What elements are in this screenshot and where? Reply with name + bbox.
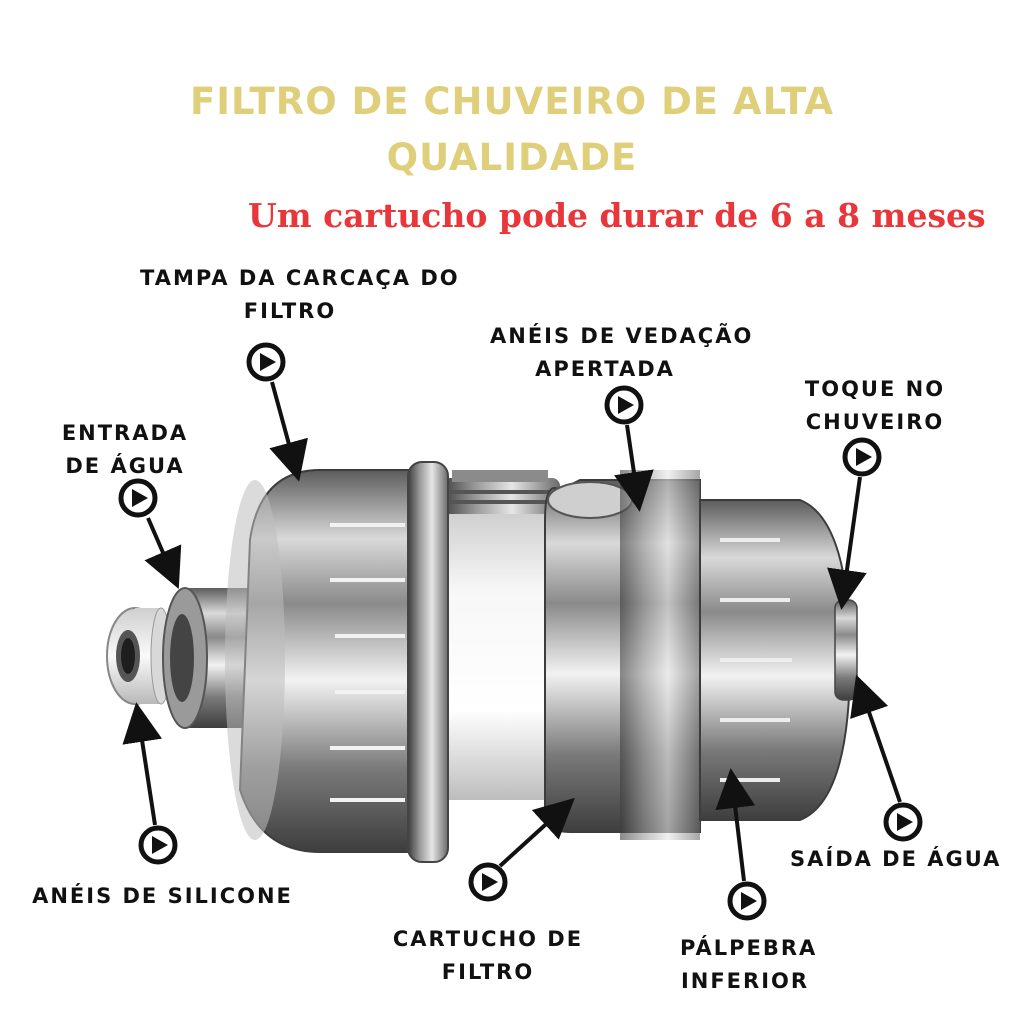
arrow-entrada bbox=[144, 517, 182, 590]
label-line: TOQUE NO bbox=[804, 377, 946, 401]
label-line: TAMPA DA CARCAÇA DO bbox=[140, 266, 460, 290]
label-line: ANÉIS DE SILICONE bbox=[32, 884, 293, 908]
label-line: FILTRO bbox=[441, 960, 535, 984]
water-outlet bbox=[834, 599, 858, 701]
label-sealing-rings: ANÉIS DE VEDAÇÃO APERTADA bbox=[490, 320, 754, 386]
label-water-outlet: SAÍDA DE ÁGUA bbox=[790, 843, 1002, 876]
label-housing-cap: TAMPA DA CARCAÇA DO FILTRO bbox=[140, 262, 460, 328]
play-icon bbox=[727, 881, 767, 921]
housing-right bbox=[544, 470, 701, 840]
title-line-1: FILTRO DE CHUVEIRO DE ALTA bbox=[189, 80, 835, 123]
arrow-vedacao bbox=[614, 424, 654, 512]
label-line: PÁLPEBRA bbox=[680, 936, 818, 960]
thread-rings bbox=[440, 470, 560, 514]
arrow-toque bbox=[827, 476, 867, 610]
arrow-tampa bbox=[269, 381, 308, 482]
silicone-ring bbox=[106, 607, 172, 705]
label-line: CARTUCHO DE bbox=[392, 927, 584, 951]
bottom-lid bbox=[699, 499, 852, 821]
play-icon bbox=[883, 802, 923, 842]
play-icon bbox=[842, 437, 882, 477]
label-line: ANÉIS DE VEDAÇÃO bbox=[490, 324, 754, 348]
label-silicone-rings: ANÉIS DE SILICONE bbox=[30, 880, 295, 913]
play-icon bbox=[468, 862, 508, 902]
arrow-saida bbox=[850, 674, 902, 803]
filter-body bbox=[106, 461, 858, 863]
label-line: FILTRO bbox=[243, 299, 337, 323]
label-water-inlet: ENTRADA DE ÁGUA bbox=[60, 417, 190, 483]
label-line: SAÍDA DE ÁGUA bbox=[790, 847, 1002, 871]
label-line: DE ÁGUA bbox=[65, 454, 185, 478]
arrow-silicone bbox=[122, 702, 163, 826]
play-icon bbox=[604, 385, 644, 425]
play-icon bbox=[246, 342, 286, 382]
label-line: ENTRADA bbox=[61, 421, 189, 445]
play-icon bbox=[138, 825, 178, 865]
play-icon bbox=[118, 478, 158, 518]
housing-cap bbox=[225, 461, 449, 863]
arrow-palpebra bbox=[715, 768, 756, 882]
arrow-cartucho bbox=[498, 797, 575, 868]
subtitle: Um cartucho pode durar de 6 a 8 meses bbox=[248, 196, 986, 235]
label-line: APERTADA bbox=[535, 357, 675, 381]
label-line: CHUVEIRO bbox=[805, 410, 945, 434]
label-line: INFERIOR bbox=[680, 969, 810, 993]
label-shower-touch: TOQUE NO CHUVEIRO bbox=[800, 373, 950, 439]
label-bottom-lid: PÁLPEBRA INFERIOR bbox=[680, 932, 818, 998]
label-filter-cartridge: CARTUCHO DE FILTRO bbox=[388, 923, 588, 989]
callout-markers bbox=[118, 342, 923, 921]
title-line-2: QUALIDADE bbox=[386, 136, 638, 179]
